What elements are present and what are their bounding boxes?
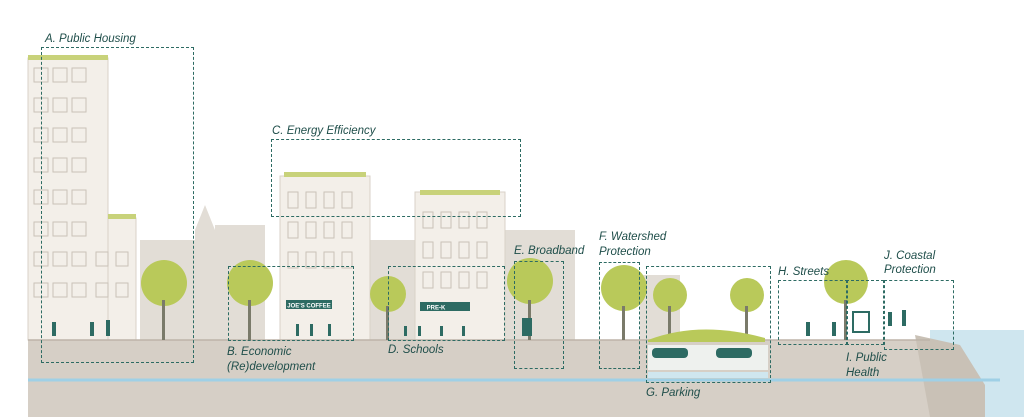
label-j-line1: J. Coastal: [884, 250, 936, 262]
label-f-line1: F. Watershed: [599, 231, 667, 243]
label-d: D. Schools: [388, 344, 444, 356]
label-j-line2: Protection: [884, 264, 936, 276]
label-g: G. Parking: [646, 387, 701, 399]
zone-c-energy-efficiency: [271, 139, 521, 217]
label-c: C. Energy Efficiency: [272, 125, 376, 137]
coffee-sign-text: JOE'S COFFEE: [287, 304, 330, 310]
people: [52, 310, 906, 336]
label-f-line2: Protection: [599, 246, 651, 258]
zone-i-public-health: [846, 280, 884, 345]
school-sign-text: PRE-K: [427, 306, 446, 312]
label-a: A. Public Housing: [45, 33, 136, 45]
coffee-sign-panel: [286, 300, 332, 309]
underground-parking: [648, 345, 768, 378]
label-e: E. Broadband: [514, 245, 585, 257]
park-mound: [648, 329, 765, 342]
zone-d-schools: [388, 266, 505, 341]
coffee-shop-building: [279, 172, 371, 341]
zone-j-coastal-protection: [884, 280, 954, 350]
school-sign-panel: [420, 302, 470, 311]
zone-f-watershed-protection: [599, 262, 640, 369]
label-h: H. Streets: [778, 266, 830, 278]
zone-b-economic-redevelopment: [228, 266, 354, 341]
label-b-line1: B. Economic: [227, 346, 292, 358]
label-i-line1: I. Public: [846, 352, 887, 364]
zone-g-parking: [646, 266, 771, 383]
coastal-slope: [915, 335, 985, 417]
zone-a-public-housing: [41, 47, 194, 363]
trees: [141, 258, 868, 340]
label-b-line2: (Re)development: [227, 361, 316, 373]
zone-e-broadband: [514, 261, 564, 369]
street-gym-frame: [852, 311, 870, 333]
label-i-line2: Health: [846, 367, 880, 379]
zone-h-streets: [778, 280, 848, 345]
broadband-cabinet: [522, 318, 532, 336]
